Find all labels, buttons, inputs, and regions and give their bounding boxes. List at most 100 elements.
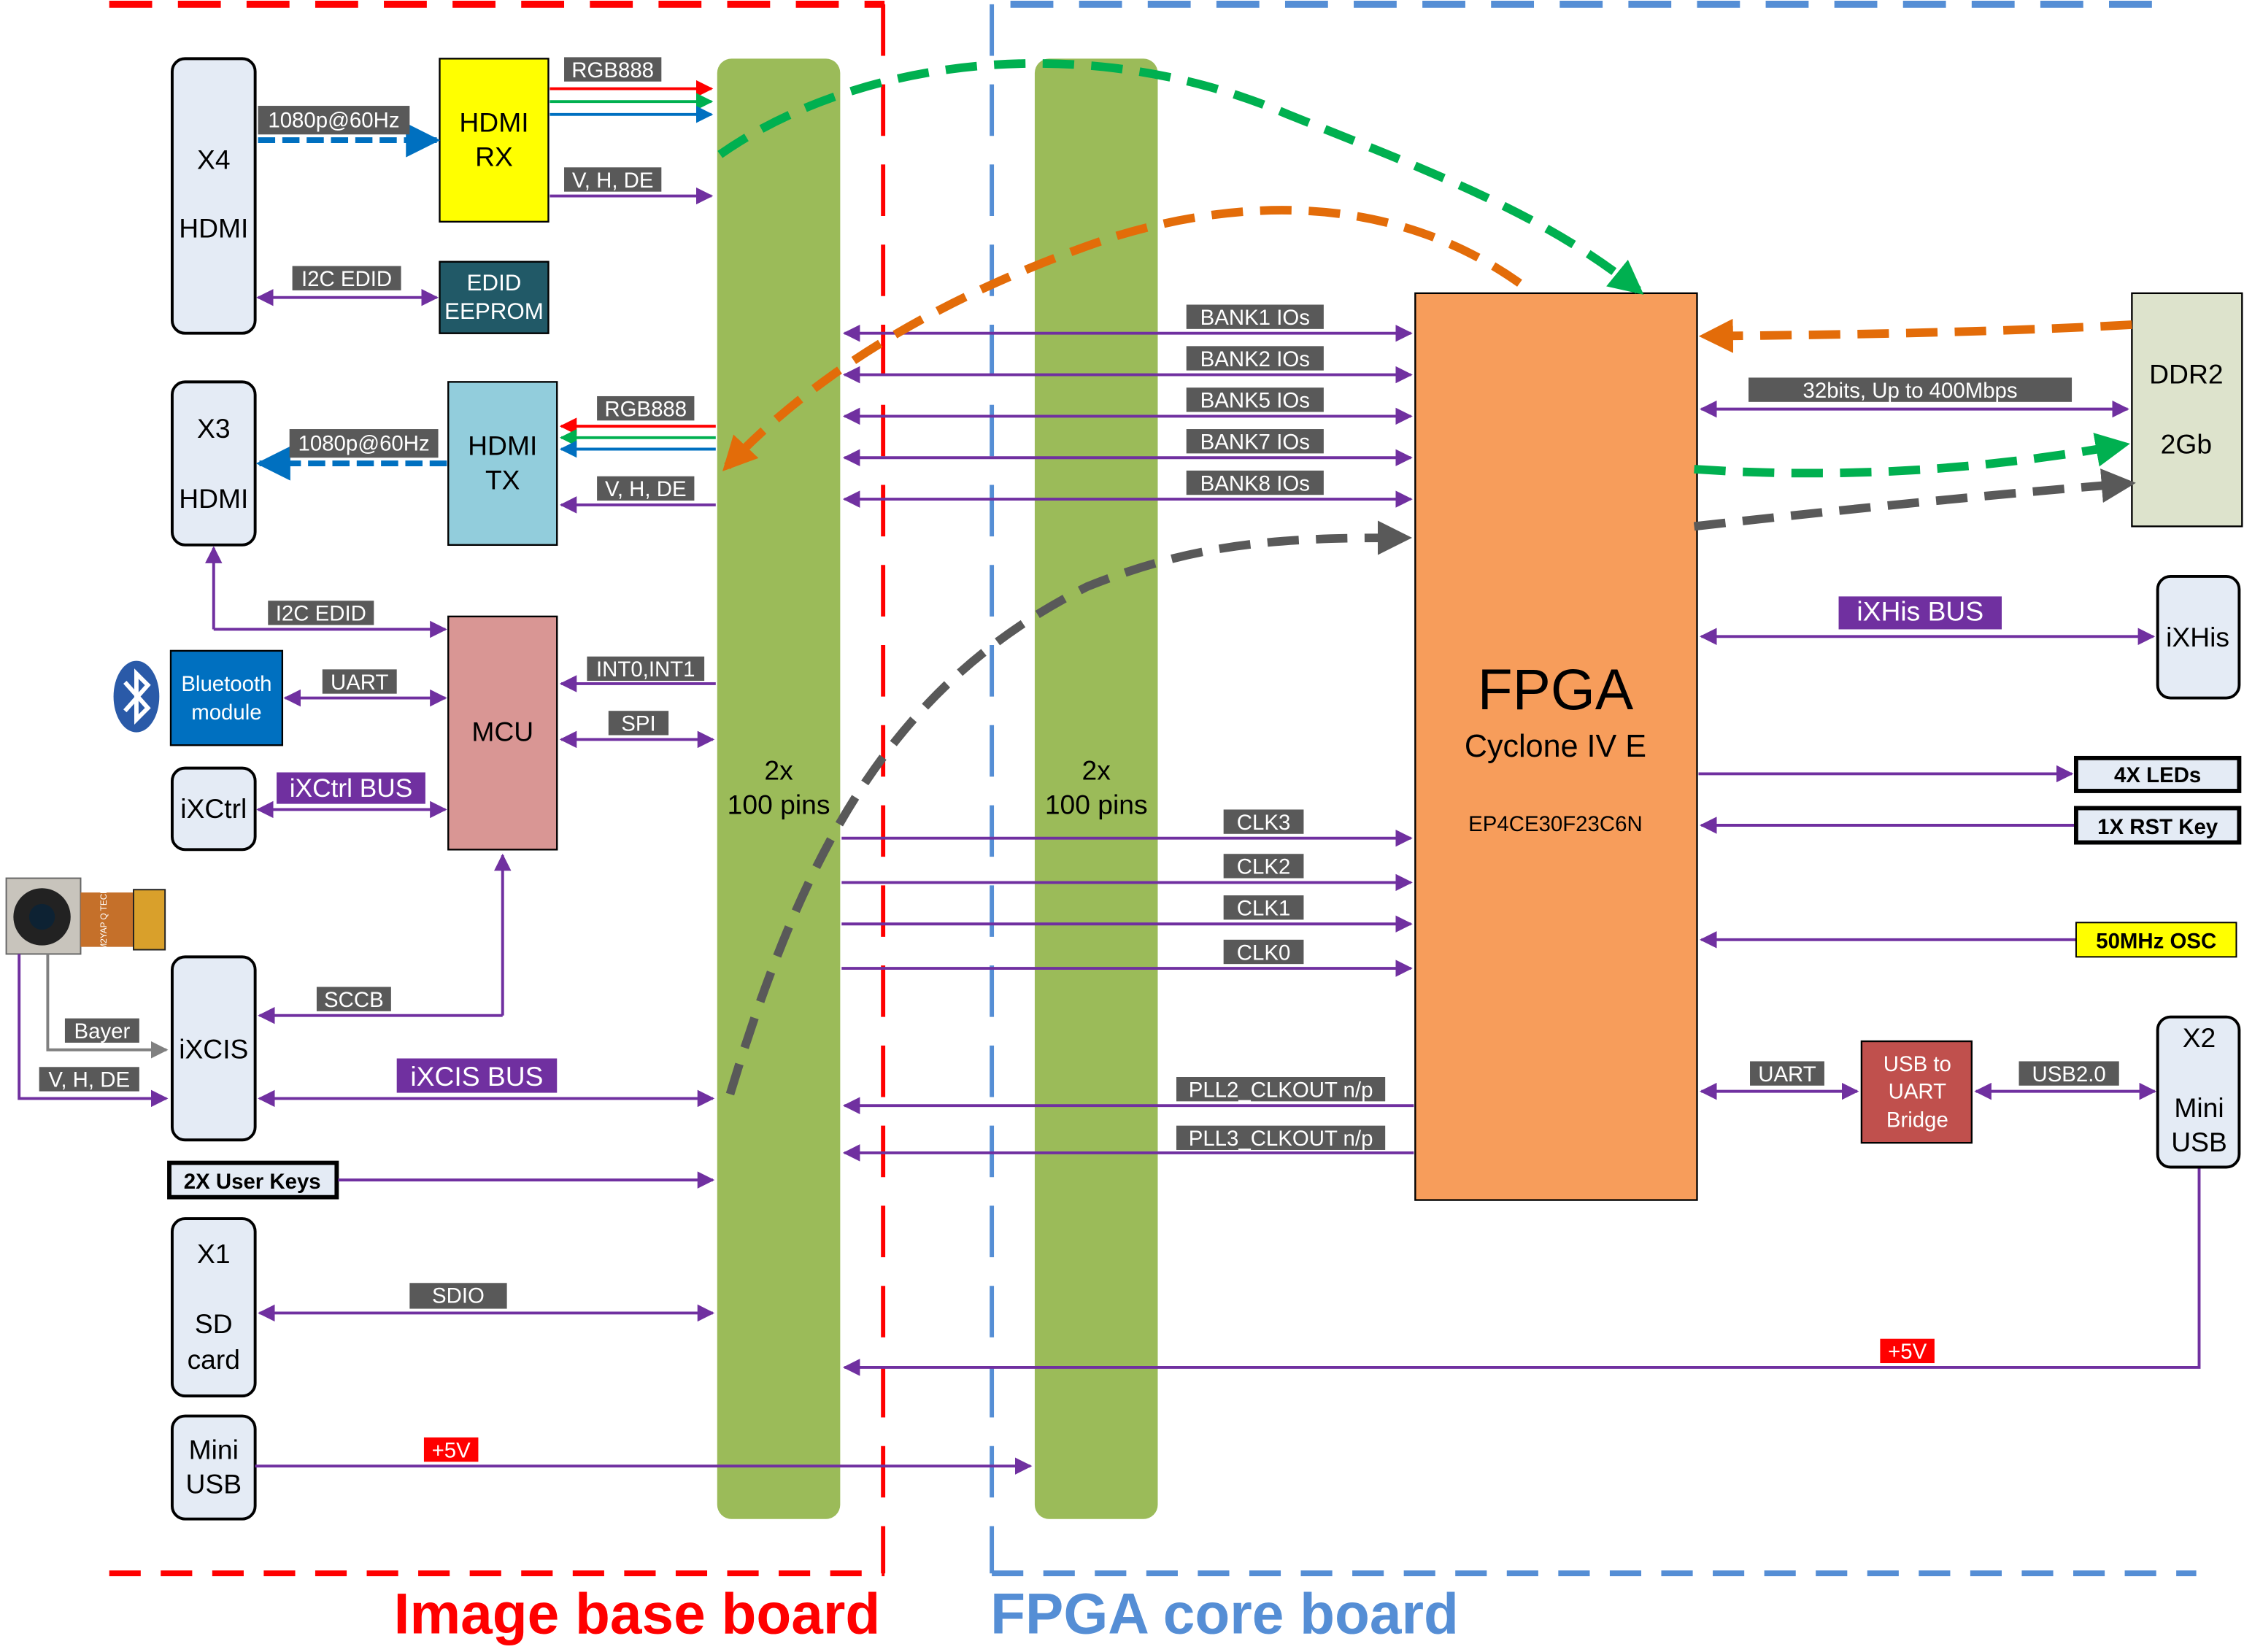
svg-text:X4: X4 — [197, 144, 231, 174]
svg-text:MCU: MCU — [471, 716, 533, 746]
svg-text:USB: USB — [2171, 1127, 2227, 1157]
svg-text:DDR2: DDR2 — [2149, 358, 2223, 389]
clock-link: CLK3 — [841, 809, 1413, 847]
svg-text:iXCtrl: iXCtrl — [180, 793, 247, 824]
ddr-bus-link: 32bits, Up to 400Mbps — [1700, 377, 2129, 418]
bt-uart-link: UART — [283, 669, 447, 707]
svg-text:TX: TX — [485, 464, 520, 495]
rst-key-block: 1X RST Key — [1700, 806, 2242, 845]
svg-text:+5V: +5V — [432, 1438, 471, 1462]
svg-text:Bayer: Bayer — [74, 1019, 131, 1043]
svg-text:X2: X2 — [2183, 1022, 2216, 1053]
bank-label: BANK7 IOs — [1200, 430, 1310, 454]
svg-text:I2C EDID: I2C EDID — [301, 267, 392, 291]
rx-rgb-link: RGB888 — [550, 57, 714, 123]
svg-text:INT0,INT1: INT0,INT1 — [596, 657, 695, 682]
svg-text:SDIO: SDIO — [432, 1284, 485, 1308]
mcu-spi-link: SPI — [559, 711, 715, 749]
osc-block: 50MHz OSC — [1700, 922, 2237, 958]
leds-block: 4X LEDs — [1698, 755, 2242, 793]
mini-usb-left-port: Mini USB — [170, 1414, 257, 1521]
rx-vhde-link: V, H, DE — [550, 167, 714, 205]
ddr2-block: DDR2 2Gb — [2131, 292, 2243, 528]
flow-arrow-green-fpga-to-ddr — [1694, 433, 2130, 478]
hdmi-rx-block: HDMI RX — [439, 58, 550, 223]
svg-text:Bluetooth: Bluetooth — [181, 672, 271, 696]
fpga-core-board-title: FPGA core board — [990, 1582, 1459, 1646]
image-base-board-title: Image base board — [394, 1582, 881, 1646]
clock-label: CLK0 — [1237, 941, 1291, 965]
ixctrl-port: iXCtrl — [170, 766, 257, 852]
x4-hdmi-port: X4 HDMI — [170, 57, 257, 335]
svg-text:HDMI: HDMI — [179, 212, 248, 243]
svg-text:PLL2_CLKOUT n/p: PLL2_CLKOUT n/p — [1189, 1078, 1373, 1102]
x4-edid-link: I2C EDID — [256, 266, 439, 306]
clock-label: CLK2 — [1237, 855, 1291, 879]
power-5v-right-link: +5V — [842, 1168, 2201, 1376]
fpga-uart-link: UART — [1700, 1061, 1859, 1100]
image-base-board-boundary — [109, 0, 886, 1577]
board-connector-right: 2x 100 pins — [1034, 58, 1158, 1519]
x1-sd-card-port: X1 SD card — [170, 1217, 257, 1398]
svg-text:F3M2YAP Q TECH: F3M2YAP Q TECH — [99, 887, 109, 960]
hdmi-tx-block: HDMI TX — [447, 381, 558, 547]
sccb-link: SCCB — [258, 853, 512, 1024]
svg-text:Bridge: Bridge — [1886, 1108, 1948, 1132]
svg-text:X1: X1 — [197, 1238, 231, 1269]
user-keys-block: 2X User Keys — [167, 1160, 715, 1200]
bayer-link: Bayer — [46, 954, 169, 1059]
bluetooth-module: Bluetooth module — [169, 649, 284, 746]
tx-vhde-link: V, H, DE — [559, 476, 716, 514]
svg-text:UART: UART — [1758, 1062, 1816, 1086]
bank-io-link: BANK8 IOs — [842, 470, 1413, 508]
bank-label: BANK5 IOs — [1200, 389, 1310, 413]
svg-text:RX: RX — [475, 141, 513, 171]
bank-io-link: BANK7 IOs — [842, 429, 1413, 467]
pll3-link: PLL3_CLKOUT n/p — [842, 1125, 1414, 1162]
tx-rgb-link: RGB888 — [559, 395, 716, 458]
sdio-link: SDIO — [258, 1283, 715, 1322]
svg-text:RGB888: RGB888 — [604, 397, 687, 421]
svg-text:module: module — [191, 700, 261, 725]
svg-text:V, H, DE: V, H, DE — [48, 1068, 130, 1092]
bank-label: BANK2 IOs — [1200, 347, 1310, 371]
svg-text:X3: X3 — [197, 413, 231, 444]
mcu-block: MCU — [447, 615, 558, 851]
svg-text:2X User Keys: 2X User Keys — [184, 1170, 321, 1194]
board-connector-left: 2x 100 pins — [717, 58, 841, 1519]
fpga-block: FPGA Cyclone IV E EP4CE30F23C6N — [1414, 292, 1698, 1201]
svg-text:Cyclone IV E: Cyclone IV E — [1465, 729, 1646, 764]
camera-sensor-image: F3M2YAP Q TECH — [5, 877, 166, 960]
x4-to-rx-link: 1080p@60Hz — [258, 106, 441, 158]
bank-io-link: BANK1 IOs — [842, 304, 1413, 342]
svg-text:100 pins: 100 pins — [728, 789, 830, 819]
svg-text:HDMI: HDMI — [468, 430, 537, 460]
svg-text:SPI: SPI — [621, 712, 655, 736]
ixhis-port: iXHis — [2156, 574, 2241, 700]
edid-eeprom-block: EDID EEPROM — [439, 260, 550, 334]
camera-vhde-link: V, H, DE — [18, 954, 169, 1108]
svg-text:PLL3_CLKOUT n/p: PLL3_CLKOUT n/p — [1189, 1127, 1373, 1151]
fpga-core-board-boundary — [990, 0, 2197, 1577]
svg-text:2Gb: 2Gb — [2161, 428, 2212, 459]
svg-text:2x: 2x — [764, 754, 793, 785]
svg-text:50MHz OSC: 50MHz OSC — [2096, 930, 2216, 954]
svg-text:USB: USB — [186, 1468, 242, 1499]
svg-text:Mini: Mini — [189, 1434, 239, 1464]
ixcis-port: iXCIS — [170, 955, 257, 1142]
bank-io-link: BANK5 IOs — [842, 387, 1413, 425]
svg-text:2x: 2x — [1082, 754, 1111, 785]
svg-text:I2C EDID: I2C EDID — [276, 602, 366, 626]
svg-text:1080p@60Hz: 1080p@60Hz — [298, 431, 430, 455]
x3-hdmi-port: X3 HDMI — [170, 380, 257, 547]
clock-link: CLK1 — [841, 895, 1413, 933]
svg-text:FPGA: FPGA — [1478, 657, 1634, 722]
bank-label: BANK1 IOs — [1200, 306, 1310, 330]
ixcis-bus-link: iXCIS BUS — [258, 1058, 715, 1108]
bluetooth-icon — [113, 660, 160, 733]
svg-text:4X LEDs: 4X LEDs — [2114, 763, 2201, 787]
mcu-int-link: INT0,INT1 — [559, 656, 716, 692]
